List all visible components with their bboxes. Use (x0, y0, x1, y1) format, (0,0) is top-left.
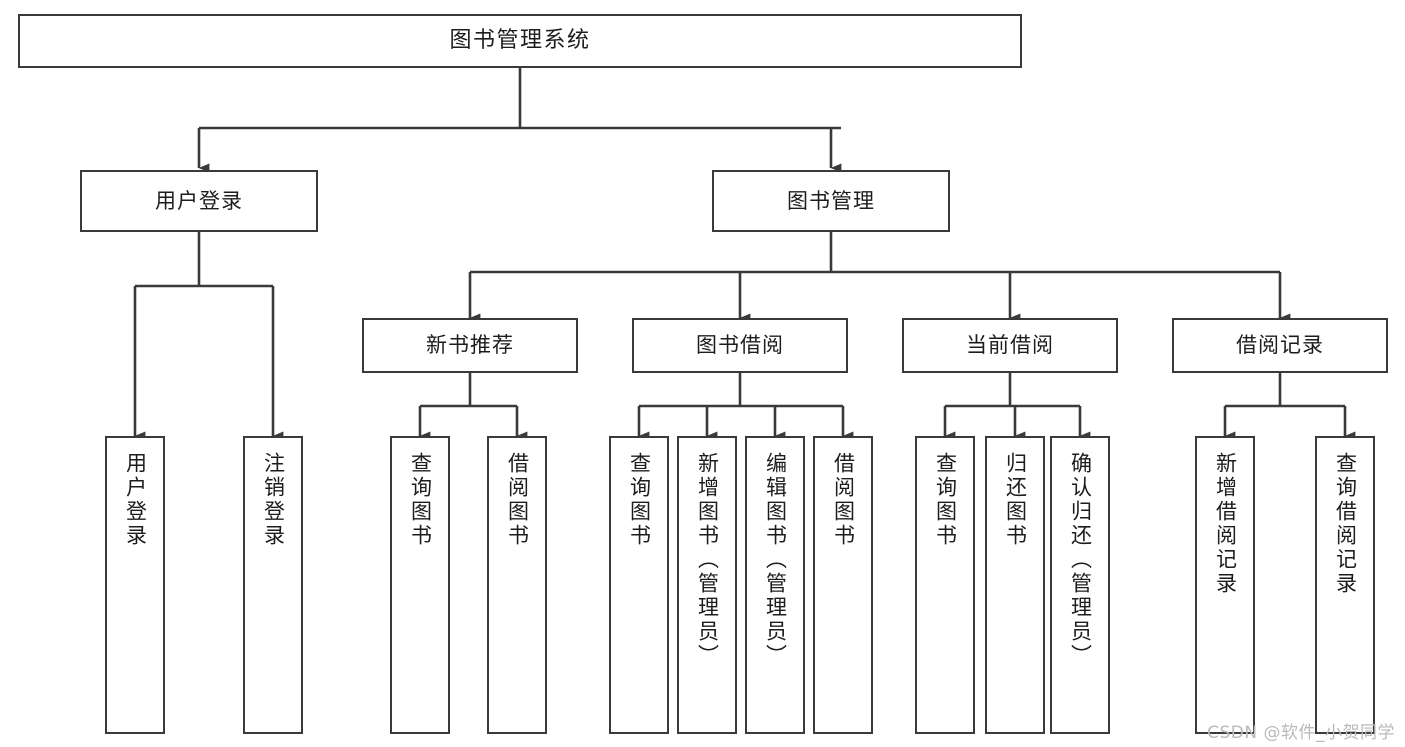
node-label: 注销登录 (261, 452, 286, 548)
node-leaf-user-logout[interactable]: 注销登录 (243, 436, 303, 734)
node-group-current-borrowing[interactable]: 当前借阅 (902, 318, 1118, 373)
node-label: 编辑图书（管理员） (763, 452, 788, 668)
node-group-book-borrowing[interactable]: 图书借阅 (632, 318, 848, 373)
node-leaf-current-query-books[interactable]: 查询图书 (915, 436, 975, 734)
node-group-borrowing-records[interactable]: 借阅记录 (1172, 318, 1388, 373)
node-label: 借阅记录 (1236, 333, 1324, 358)
node-label: 查询图书 (408, 452, 433, 548)
node-label: 图书管理 (787, 188, 875, 213)
node-label: 确认归还（管理员） (1068, 452, 1093, 668)
node-label: 新书推荐 (426, 333, 514, 358)
node-label: 借阅图书 (831, 452, 856, 548)
node-branch-user-login[interactable]: 用户登录 (80, 170, 318, 232)
node-label: 新增图书（管理员） (695, 452, 720, 668)
node-label: 查询图书 (627, 452, 652, 548)
node-leaf-newbook-borrow-books[interactable]: 借阅图书 (487, 436, 547, 734)
node-leaf-borrow-add-book-admin[interactable]: 新增图书（管理员） (677, 436, 737, 734)
node-leaf-user-login[interactable]: 用户登录 (105, 436, 165, 734)
node-leaf-current-confirm-return-admin[interactable]: 确认归还（管理员） (1050, 436, 1110, 734)
node-label: 归还图书 (1003, 452, 1028, 548)
node-label: 用户登录 (155, 188, 243, 213)
node-leaf-newbook-query-books[interactable]: 查询图书 (390, 436, 450, 734)
node-label: 查询借阅记录 (1333, 452, 1358, 596)
node-root-book-management-system[interactable]: 图书管理系统 (18, 14, 1022, 68)
node-leaf-record-add-borrow-record[interactable]: 新增借阅记录 (1195, 436, 1255, 734)
node-leaf-current-return-books[interactable]: 归还图书 (985, 436, 1045, 734)
node-label: 查询图书 (933, 452, 958, 548)
node-label: 当前借阅 (966, 333, 1054, 358)
node-leaf-record-query-borrow-record[interactable]: 查询借阅记录 (1315, 436, 1375, 734)
node-group-new-book-recommendation[interactable]: 新书推荐 (362, 318, 578, 373)
node-branch-book-management[interactable]: 图书管理 (712, 170, 950, 232)
node-label: 借阅图书 (505, 452, 530, 548)
node-label: 用户登录 (123, 452, 148, 548)
node-leaf-borrow-edit-book-admin[interactable]: 编辑图书（管理员） (745, 436, 805, 734)
node-leaf-borrow-lend-books[interactable]: 借阅图书 (813, 436, 873, 734)
node-label: 图书管理系统 (449, 28, 591, 54)
csdn-watermark: CSDN @软件_小贺同学 (1207, 723, 1395, 743)
node-leaf-borrow-query-books[interactable]: 查询图书 (609, 436, 669, 734)
node-label: 新增借阅记录 (1213, 452, 1238, 596)
node-label: 图书借阅 (696, 333, 784, 358)
